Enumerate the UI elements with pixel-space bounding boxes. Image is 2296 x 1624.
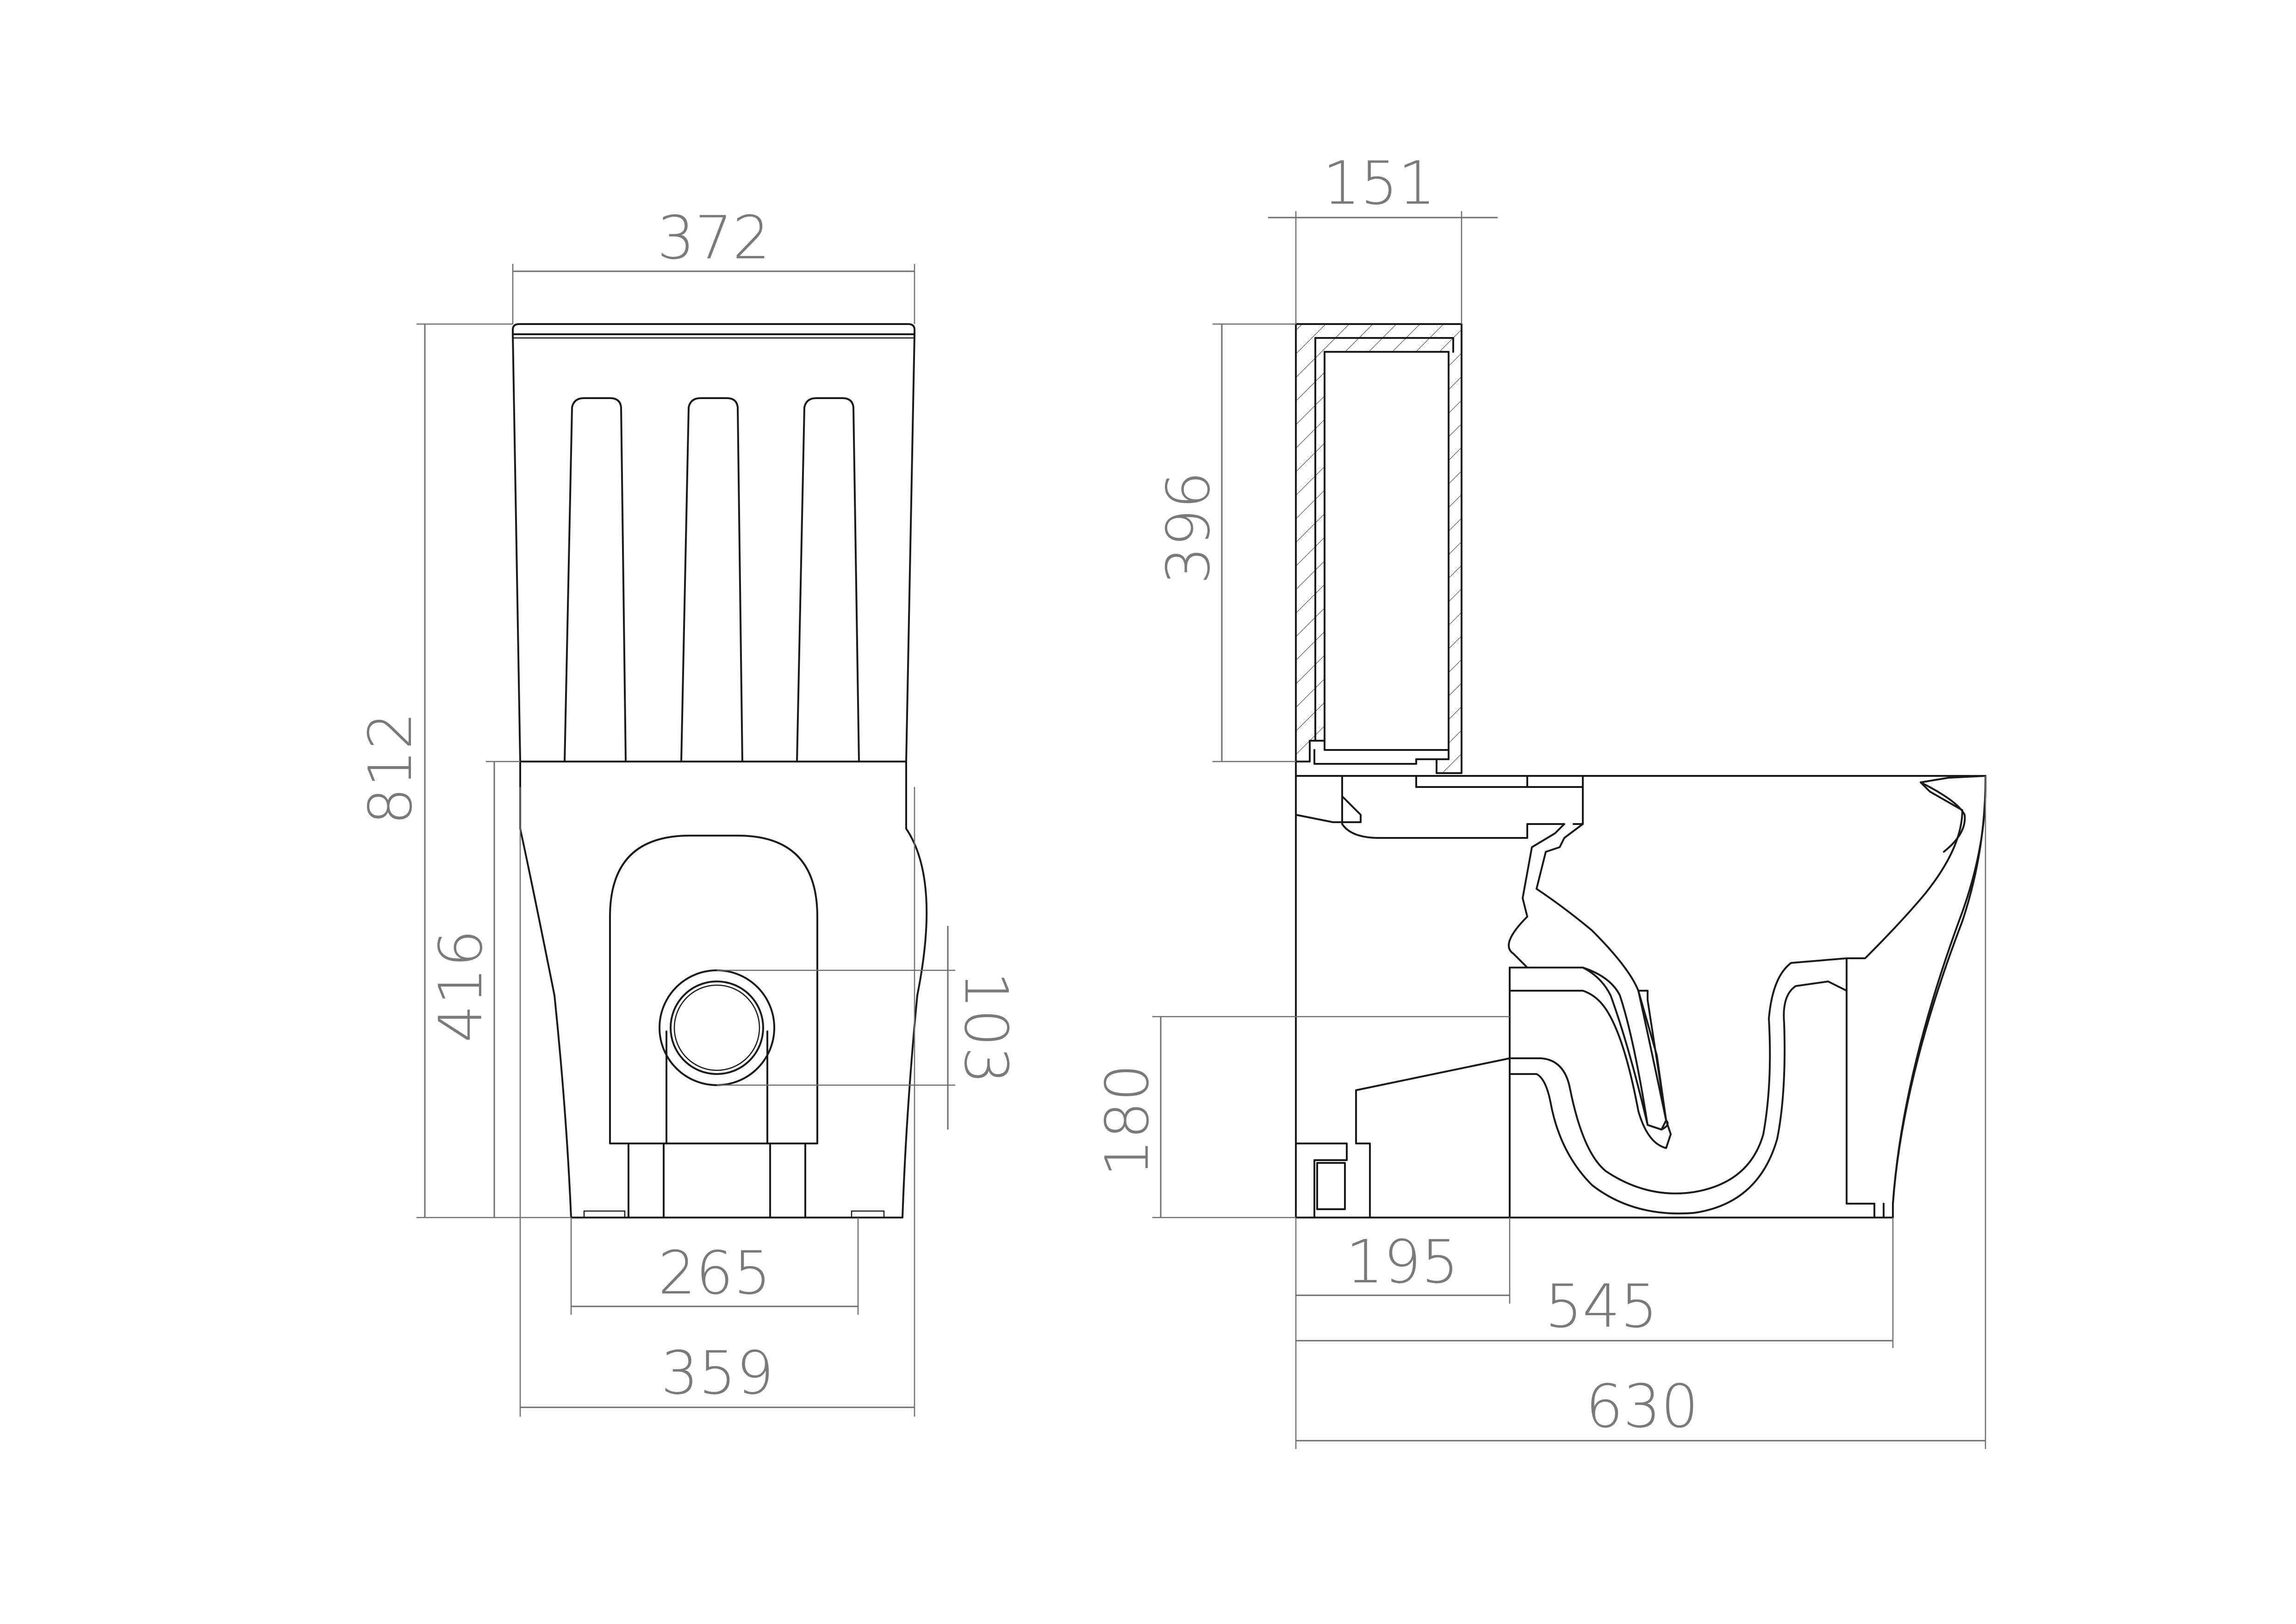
pedestal-foot — [628, 1143, 665, 1218]
tank-groove — [680, 397, 743, 762]
flush-valve — [1313, 749, 1437, 774]
outlet-neck — [666, 1031, 768, 1144]
bowl-body — [519, 761, 928, 1218]
dim-tank-height: 396 — [1154, 471, 1223, 584]
access-arch — [609, 835, 818, 1144]
rim-section-left — [1295, 775, 1362, 823]
bowl-rim-right — [1920, 781, 1966, 853]
dim-outlet-height: 180 — [1093, 1064, 1162, 1177]
dim-total-height: 812 — [356, 712, 425, 825]
dim-top-width: 372 — [657, 204, 770, 273]
flush-channel — [1341, 775, 1667, 1131]
side-view — [1295, 323, 1986, 1218]
dim-bowl-height: 416 — [427, 930, 496, 1043]
rear-foot-inner — [1316, 1162, 1346, 1210]
outlet-inner — [670, 981, 764, 1075]
dim-total-length: 630 — [1586, 1372, 1699, 1441]
pedestal-floor-flange — [1355, 1057, 1511, 1091]
dim-base-width: 265 — [658, 1239, 771, 1308]
rear-pedestal-section — [1846, 775, 1986, 1218]
front-view — [512, 323, 928, 1218]
outlet-innermost — [673, 984, 760, 1071]
pedestal-floor-flange — [1355, 1089, 1371, 1218]
front-dimensions: 372 812 416 103 265 359 — [356, 204, 1020, 1417]
tank-inner-cavity — [1324, 351, 1450, 751]
trapway-section — [1509, 967, 1672, 1149]
tank-lid — [512, 323, 915, 335]
rear-foot-section — [1295, 1143, 1348, 1218]
outlet-outer — [659, 969, 775, 1086]
tank-groove — [796, 397, 860, 762]
side-dimensions: 151 396 180 195 545 630 — [1093, 149, 1986, 1449]
dim-outlet-distance: 195 — [1346, 1228, 1459, 1297]
front-foot — [1873, 1203, 1885, 1218]
trap-bend — [1509, 957, 1848, 1215]
dim-bowl-width: 359 — [661, 1339, 774, 1408]
bowl-base-rim — [583, 1210, 885, 1218]
dim-outlet-diameter: 103 — [951, 971, 1020, 1084]
bowl-outer — [1295, 761, 1986, 1218]
pedestal-foot — [769, 1143, 806, 1218]
dim-tank-depth: 151 — [1323, 149, 1436, 218]
dim-base-length: 545 — [1545, 1272, 1658, 1341]
tank-groove — [564, 397, 627, 762]
tank-wall-section — [1295, 323, 1462, 774]
tank-inner — [1314, 337, 1454, 742]
